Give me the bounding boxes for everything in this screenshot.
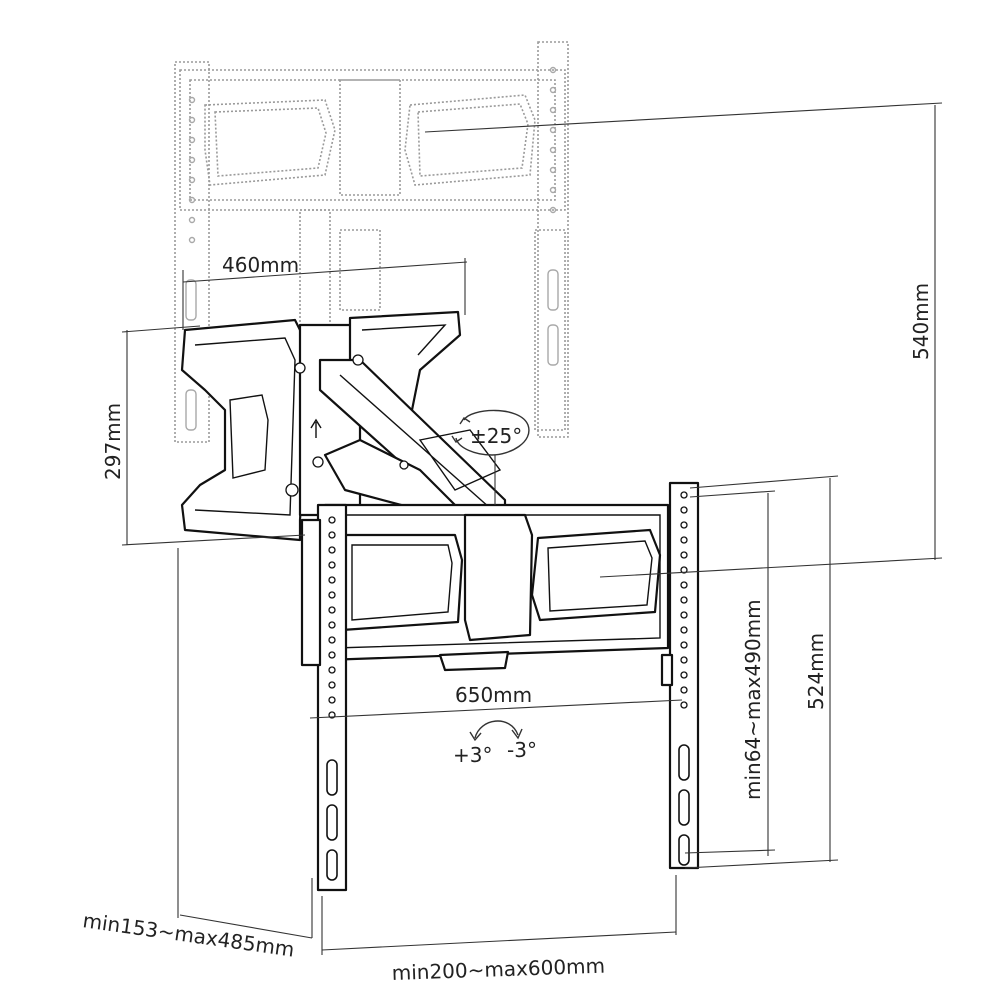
- plate-width-label: 650mm: [455, 683, 532, 707]
- bracket-height-label: 524mm: [804, 633, 828, 710]
- tilt-down-label: -3°: [507, 738, 537, 762]
- dimension-lines: [121, 102, 943, 955]
- tv-plate: [323, 503, 670, 672]
- swing-arm: [285, 310, 507, 522]
- right-tv-bracket: [660, 481, 700, 870]
- vesa-horizontal-range-label: min200~max600mm: [391, 954, 605, 985]
- tilt-arrow: [469, 720, 523, 742]
- ghost-retracted-mount: [174, 41, 569, 443]
- wall-plate: [180, 318, 312, 542]
- arm-width-label: 460mm: [222, 253, 299, 277]
- vesa-vertical-range-label: min64~max490mm: [741, 599, 765, 800]
- tilt-up-label: +3°: [453, 743, 492, 767]
- swivel-arrow: [451, 409, 530, 456]
- swivel-label: ±25°: [470, 424, 522, 448]
- left-tv-bracket: [300, 503, 348, 892]
- wall-plate-height-label: 297mm: [101, 403, 125, 480]
- extension-label: 540mm: [909, 283, 933, 360]
